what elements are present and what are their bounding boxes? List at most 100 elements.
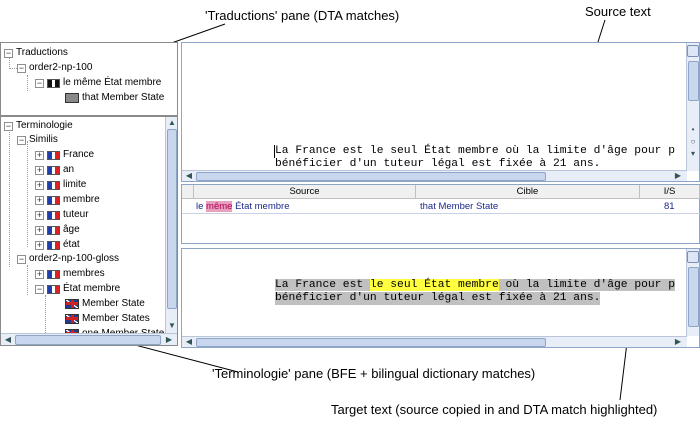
traductions-fr-match[interactable]: − le même État membre [35, 76, 161, 90]
traductions-en-match[interactable]: that Member State [65, 91, 164, 105]
gloss-term-label: État membre [63, 283, 121, 294]
terminologie-root[interactable]: − Terminologie [4, 119, 73, 133]
match-source-highlight: même [206, 201, 233, 212]
scroll-right-icon[interactable]: ▶ [674, 337, 682, 346]
term-label: limite [63, 179, 87, 190]
traductions-child[interactable]: − order2-np-100 [17, 61, 92, 75]
scroll-thumb[interactable] [688, 61, 699, 101]
expand-icon[interactable]: + [35, 179, 44, 190]
match-source-cell[interactable]: le même État membre [196, 200, 289, 213]
term-label: membre [63, 194, 100, 205]
en-term-item[interactable]: Member State [65, 297, 145, 311]
column-header-cible[interactable]: Cible [416, 185, 640, 199]
collapse-icon[interactable]: − [17, 134, 26, 145]
scroll-thumb[interactable] [196, 338, 546, 347]
french-flag-icon [47, 78, 60, 88]
callout-source-text: Source text [585, 4, 651, 19]
circle-icon[interactable]: ○ [690, 137, 696, 146]
term-item[interactable]: + an [35, 163, 74, 177]
gloss-term-item[interactable]: + membres [35, 267, 105, 281]
callout-traductions: 'Traductions' pane (DTA matches) [205, 8, 400, 23]
collapse-icon[interactable]: − [4, 120, 13, 131]
traductions-child-label: order2-np-100 [29, 62, 93, 73]
scroll-down-icon[interactable]: ▼ [168, 321, 176, 330]
collapse-icon[interactable]: − [17, 62, 26, 73]
gloss-group[interactable]: − order2-np-100-gloss [17, 252, 119, 266]
term-item[interactable]: + limite [35, 178, 86, 192]
settings-icon[interactable] [687, 251, 699, 263]
gloss-term-item[interactable]: − État membre [35, 282, 120, 296]
scroll-left-icon[interactable]: ◀ [4, 335, 12, 344]
gloss-group-label: order2-np-100-gloss [29, 253, 120, 264]
source-line-1: La France est le seul État membre où la … [275, 145, 675, 157]
scroll-left-icon[interactable]: ◀ [185, 337, 193, 346]
terminologie-hscrollbar[interactable]: ◀ ▶ [1, 333, 177, 345]
terminologie-pane: − Terminologie − Similis + France + an +… [0, 116, 178, 346]
target-dta-highlight: le seul État membre [369, 279, 499, 291]
callout-terminologie: 'Terminologie' pane (BFE + bilingual dic… [212, 366, 536, 381]
scroll-up-icon[interactable]: ▲ [168, 118, 176, 127]
expand-icon[interactable]: + [35, 194, 44, 205]
scroll-thumb[interactable] [15, 335, 161, 345]
term-item[interactable]: + tuteur [35, 208, 89, 222]
match-source-post: État membre [232, 201, 290, 212]
expand-icon[interactable]: + [35, 164, 44, 175]
traductions-root[interactable]: − Traductions [4, 46, 68, 60]
similis-group[interactable]: − Similis [17, 133, 58, 147]
french-flag-icon [47, 150, 60, 160]
term-label: tuteur [63, 209, 89, 220]
match-grid: Source Cible I/S le même État membre tha… [181, 184, 700, 244]
en-term-label: Member States [82, 313, 150, 324]
scroll-right-icon[interactable]: ▶ [674, 171, 682, 180]
source-vscrollbar[interactable]: • ○ ▾ [686, 43, 699, 171]
collapse-icon[interactable]: − [4, 47, 13, 58]
traductions-pane: − Traductions − order2-np-100 − le même … [0, 42, 178, 116]
expand-icon[interactable]: + [35, 224, 44, 235]
scroll-thumb[interactable] [688, 267, 699, 327]
expand-icon[interactable]: + [35, 209, 44, 220]
terminologie-vscrollbar[interactable]: ▲ ▼ [165, 117, 177, 333]
expand-icon[interactable]: + [35, 239, 44, 250]
target-line-2: bénéficier d'un tuteur légal est fixée à… [275, 292, 601, 305]
french-flag-icon [47, 240, 60, 250]
header-row-stub [182, 185, 194, 199]
match-target-cell[interactable]: that Member State [420, 201, 499, 212]
text-cursor [274, 145, 275, 158]
target-vscrollbar[interactable] [686, 249, 699, 336]
column-header-is[interactable]: I/S [640, 185, 700, 199]
scroll-right-icon[interactable]: ▶ [165, 335, 173, 344]
target-editor[interactable]: La France est le seul État membre où la … [181, 248, 700, 348]
collapse-icon[interactable]: − [35, 77, 44, 88]
term-label: état [63, 239, 80, 250]
collapse-icon[interactable]: − [35, 283, 44, 294]
term-item[interactable]: + état [35, 238, 80, 252]
term-item[interactable]: + France [35, 148, 94, 162]
collapse-icon[interactable]: − [17, 253, 26, 264]
term-label: âge [63, 224, 80, 235]
en-match-label: that Member State [82, 92, 165, 103]
term-label: an [63, 164, 75, 175]
french-flag-icon [47, 225, 60, 235]
similis-label: Similis [29, 134, 58, 145]
row-divider [182, 213, 700, 214]
column-header-source[interactable]: Source [194, 185, 416, 199]
en-term-item[interactable]: Member States [65, 312, 150, 326]
expand-icon[interactable]: + [35, 149, 44, 160]
french-flag-icon [47, 269, 60, 279]
next-icon[interactable]: ▾ [690, 149, 695, 158]
scroll-thumb[interactable] [196, 172, 546, 181]
traductions-root-label: Traductions [16, 47, 68, 58]
source-hscrollbar[interactable]: ◀ ▶ [182, 170, 687, 181]
target-hscrollbar[interactable]: ◀ ▶ [182, 336, 687, 347]
prev-icon[interactable]: • [691, 125, 695, 134]
source-editor[interactable]: La France est le seul État membre où la … [181, 42, 700, 182]
scroll-left-icon[interactable]: ◀ [185, 171, 193, 180]
scroll-thumb[interactable] [167, 129, 177, 309]
source-line-2: bénéficier d'un tuteur légal est fixée à… [275, 158, 601, 170]
uk-flag-icon [65, 314, 79, 324]
settings-icon[interactable] [687, 45, 699, 57]
expand-icon[interactable]: + [35, 268, 44, 279]
term-item[interactable]: + membre [35, 193, 100, 207]
term-item[interactable]: + âge [35, 223, 80, 237]
match-score-cell[interactable]: 81 [664, 201, 675, 212]
